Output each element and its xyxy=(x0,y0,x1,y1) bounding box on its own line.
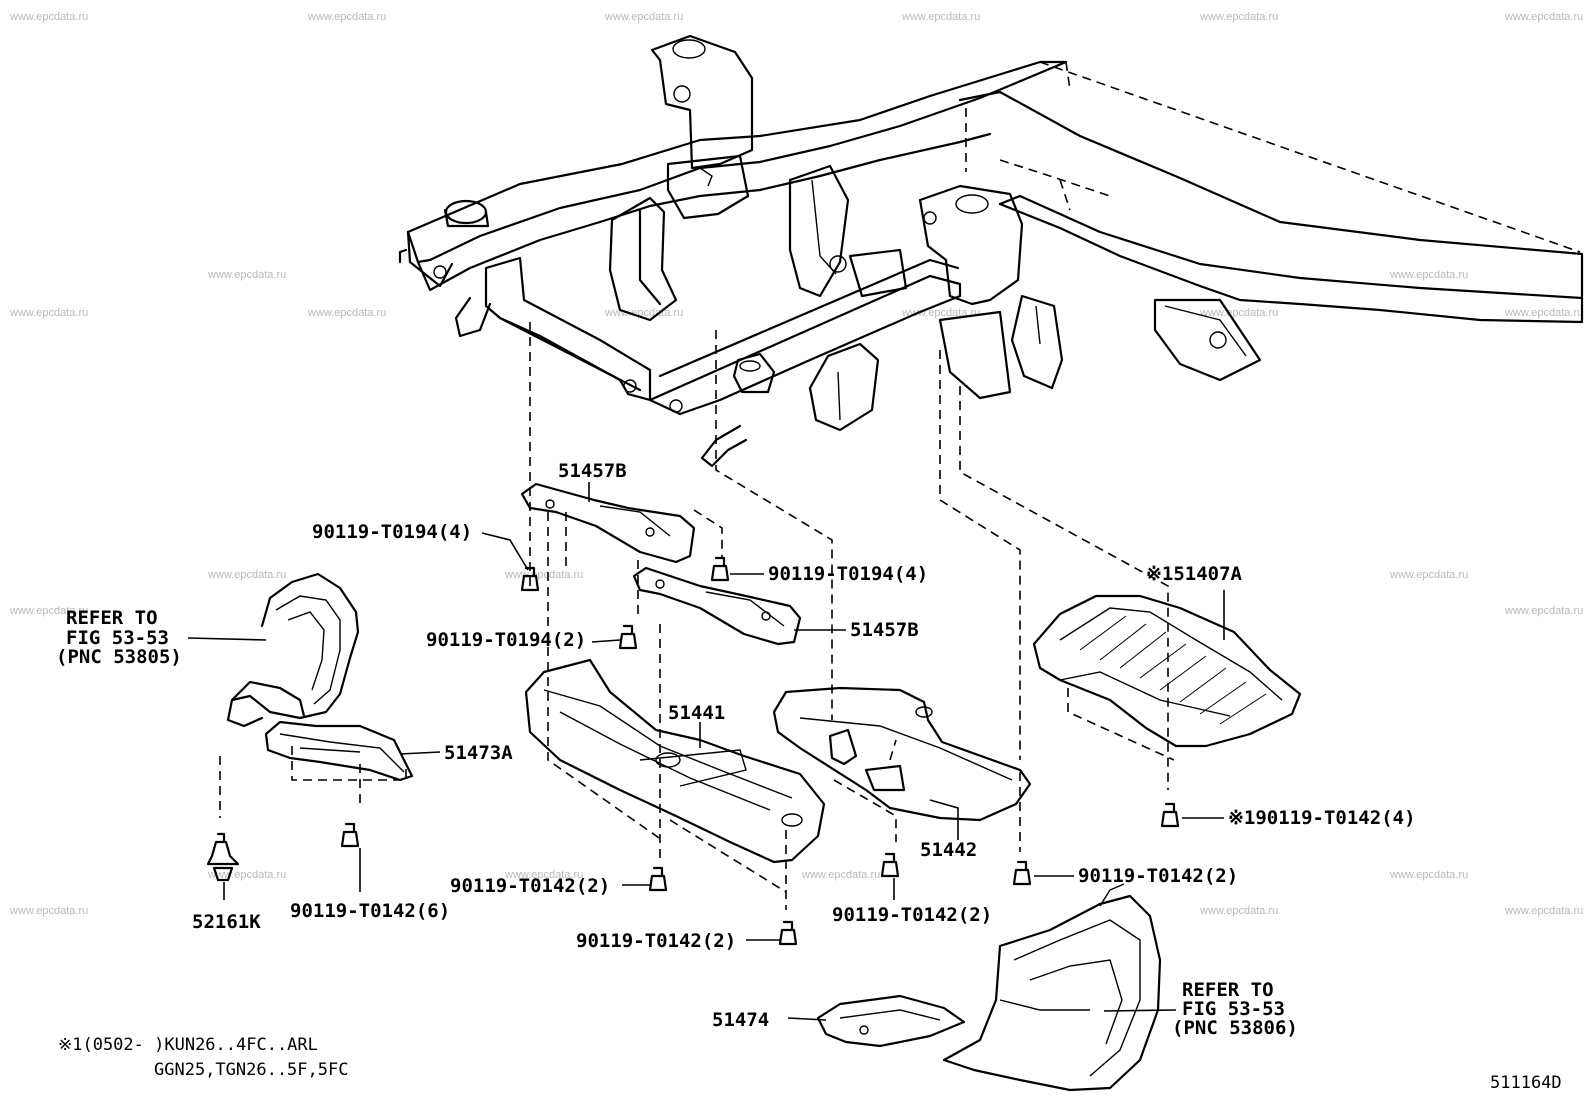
labels: 51457B 90119-T0194(4) 90119-T0194(4) 901… xyxy=(56,460,1562,1093)
part-label-bolt: 90119-T0142(2) xyxy=(576,930,736,952)
bolt-icon xyxy=(710,556,730,582)
part-51407a xyxy=(1032,594,1302,748)
watermark: www.epcdata.ru xyxy=(207,869,286,881)
refer-label: FIG 53-53 xyxy=(66,627,169,649)
footnote: ※1(0502- )KUN26..4FC..ARL xyxy=(58,1035,318,1055)
watermark: www.epcdata.ru xyxy=(1504,307,1583,319)
part-51442 xyxy=(772,686,1032,822)
diagram-code: 511164D xyxy=(1490,1073,1562,1093)
part-label-bolt: 90119-T0194(2) xyxy=(426,629,586,651)
refer-label: (PNC 53805) xyxy=(56,646,182,668)
part-label-52161k: 52161K xyxy=(192,911,261,933)
bolt-icon xyxy=(880,852,900,878)
part-51457b-upper xyxy=(520,482,696,564)
watermark: www.epcdata.ru xyxy=(504,869,583,881)
watermark: www.epcdata.ru xyxy=(504,569,583,581)
footnote: GGN25,TGN26..5F,5FC xyxy=(154,1060,348,1080)
watermark: www.epcdata.ru xyxy=(9,11,88,23)
watermark: www.epcdata.ru xyxy=(1389,869,1468,881)
guide-lines xyxy=(219,322,1175,910)
bolt-icon xyxy=(618,624,638,650)
leader-lines xyxy=(187,482,1225,1021)
part-fender-liner-left xyxy=(226,572,360,728)
watermark: www.epcdata.ru xyxy=(9,905,88,917)
watermark: www.epcdata.ru xyxy=(1504,11,1583,23)
part-label-bolt: ※190119-T0142(4) xyxy=(1228,807,1416,829)
bolt-icon xyxy=(520,566,540,592)
part-label-51442: 51442 xyxy=(920,839,977,861)
part-label-bolt: 90119-T0194(4) xyxy=(768,563,928,585)
bolts xyxy=(206,556,1180,946)
watermark: www.epcdata.ru xyxy=(1199,905,1278,917)
watermark: www.epcdata.ru xyxy=(9,307,88,319)
watermark: www.epcdata.ru xyxy=(1504,905,1583,917)
watermark: www.epcdata.ru xyxy=(801,869,880,881)
part-label-51457b: 51457B xyxy=(558,460,627,482)
part-label-bolt: 90119-T0194(4) xyxy=(312,521,472,543)
part-label-bolt: 90119-T0142(2) xyxy=(832,904,992,926)
watermark: www.epcdata.ru xyxy=(207,269,286,281)
watermark: www.epcdata.ru xyxy=(307,11,386,23)
watermark: www.epcdata.ru xyxy=(9,605,88,617)
watermark: www.epcdata.ru xyxy=(1199,307,1278,319)
bolt-icon xyxy=(1012,860,1032,886)
part-51441 xyxy=(524,658,826,864)
bolt-icon xyxy=(1160,802,1180,828)
watermark: www.epcdata.ru xyxy=(307,307,386,319)
part-label-51407a: ※151407A xyxy=(1146,563,1243,585)
watermark: www.epcdata.ru xyxy=(207,569,286,581)
bolt-icon xyxy=(778,920,798,946)
part-label-51441: 51441 xyxy=(668,702,725,724)
part-label-51473a: 51473A xyxy=(444,742,513,764)
watermark: www.epcdata.ru xyxy=(1389,269,1468,281)
watermark: www.epcdata.ru xyxy=(604,11,683,23)
refer-label: FIG 53-53 xyxy=(1182,998,1285,1020)
part-label-bolt: 90119-T0142(6) xyxy=(290,900,450,922)
bolt-icon xyxy=(648,866,668,892)
part-label-51474: 51474 xyxy=(712,1009,769,1031)
part-fender-liner-right xyxy=(942,883,1162,1092)
clip-icon xyxy=(206,832,240,882)
bolt-icon xyxy=(340,822,360,848)
refer-label: REFER TO xyxy=(1182,979,1274,1001)
watermark: www.epcdata.ru xyxy=(1504,605,1583,617)
watermark: www.epcdata.ru xyxy=(901,11,980,23)
watermark: www.epcdata.ru xyxy=(1199,11,1278,23)
refer-label: REFER TO xyxy=(66,607,158,629)
frame-assembly xyxy=(398,34,1584,468)
refer-label: (PNC 53806) xyxy=(1172,1017,1298,1039)
part-label-bolt: 90119-T0142(2) xyxy=(450,875,610,897)
part-51457b-lower xyxy=(632,566,802,646)
part-label-bolt: 90119-T0142(2) xyxy=(1078,865,1238,887)
part-label-51457b: 51457B xyxy=(850,619,919,641)
watermark: www.epcdata.ru xyxy=(901,307,980,319)
part-51473a xyxy=(264,720,414,782)
part-51474 xyxy=(816,994,966,1048)
watermarks: www.epcdata.ru www.epcdata.ru www.epcdat… xyxy=(9,11,1583,917)
watermark: www.epcdata.ru xyxy=(1389,569,1468,581)
